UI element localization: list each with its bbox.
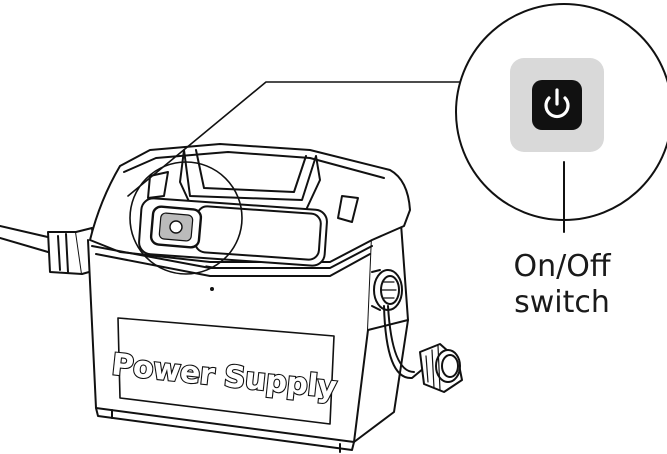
zoom-source-circle bbox=[129, 161, 243, 275]
output-cable bbox=[383, 305, 425, 380]
callout-label-line2: switch bbox=[514, 285, 610, 320]
output-plug bbox=[419, 343, 463, 393]
power-icon bbox=[544, 88, 570, 119]
output-socket bbox=[371, 269, 403, 311]
power-cable bbox=[0, 225, 97, 275]
zoomed-power-button bbox=[510, 58, 604, 152]
callout-connector bbox=[127, 81, 461, 197]
device-power-button bbox=[149, 205, 203, 249]
callout-label-line1: On/Off bbox=[513, 249, 611, 284]
device-housing bbox=[87, 209, 409, 453]
